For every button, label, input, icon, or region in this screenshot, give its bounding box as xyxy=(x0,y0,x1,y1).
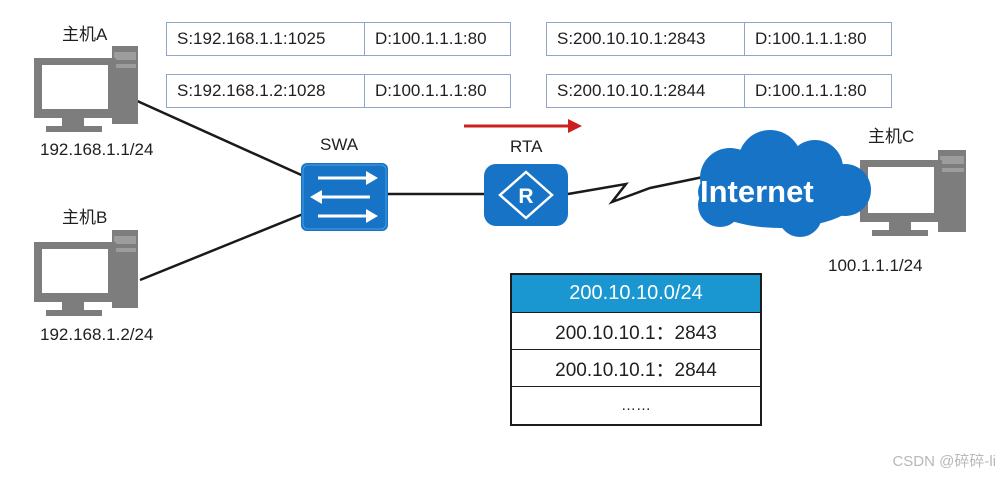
outside-header-host-b: S:200.10.10.1:2844 D:100.1.1.1:80 xyxy=(546,74,892,108)
direction-arrow-icon xyxy=(464,119,582,133)
destination-address: D:100.1.1.1:80 xyxy=(755,29,867,48)
link-hostb-swa xyxy=(139,210,309,282)
nat-table-row: 200.10.10.1：2844 xyxy=(512,349,760,386)
router-icon: R xyxy=(484,164,568,226)
host-c-label: 主机C xyxy=(868,127,915,146)
source-address: S:200.10.10.1:2844 xyxy=(547,75,745,107)
internet-cloud-icon xyxy=(698,130,871,237)
destination-address: D:100.1.1.1:80 xyxy=(375,81,487,100)
source-address: S:192.168.1.2:1028 xyxy=(167,75,365,107)
host-b-label: 主机B xyxy=(62,208,108,227)
outside-header-host-a: S:200.10.10.1:2843 D:100.1.1.1:80 xyxy=(546,22,892,56)
nat-table-row: 200.10.10.1：2843 xyxy=(512,312,760,349)
host-a-label: 主机A xyxy=(62,25,108,44)
internet-label: Internet xyxy=(700,174,814,209)
host-a-ip: 192.168.1.1/24 xyxy=(40,140,154,159)
link-rta-internet-serial xyxy=(567,174,709,205)
host-b-ip: 192.168.1.2/24 xyxy=(40,325,154,344)
source-address: S:200.10.10.1:2843 xyxy=(547,23,745,55)
host-c-ip: 100.1.1.1/24 xyxy=(828,256,923,275)
host-a-computer-icon xyxy=(34,46,138,132)
nat-table-row-ellipsis: …… xyxy=(512,386,760,424)
svg-text:R: R xyxy=(518,185,533,208)
router-label: RTA xyxy=(510,137,543,156)
destination-address: D:100.1.1.1:80 xyxy=(755,81,867,100)
link-hosta-swa xyxy=(134,98,309,180)
watermark: CSDN @碎碎-li xyxy=(892,453,996,470)
host-b-computer-icon xyxy=(34,230,138,316)
nat-address-pool-table: 200.10.10.0/24 200.10.10.1：2843 200.10.1… xyxy=(510,273,762,426)
nat-table-header: 200.10.10.0/24 xyxy=(512,275,760,312)
switch-label: SWA xyxy=(320,135,359,154)
host-c-computer-icon xyxy=(860,150,966,236)
switch-icon xyxy=(301,163,388,231)
source-address: S:192.168.1.1:1025 xyxy=(167,23,365,55)
inside-header-host-a: S:192.168.1.1:1025 D:100.1.1.1:80 xyxy=(166,22,511,56)
inside-header-host-b: S:192.168.1.2:1028 D:100.1.1.1:80 xyxy=(166,74,511,108)
destination-address: D:100.1.1.1:80 xyxy=(375,29,487,48)
